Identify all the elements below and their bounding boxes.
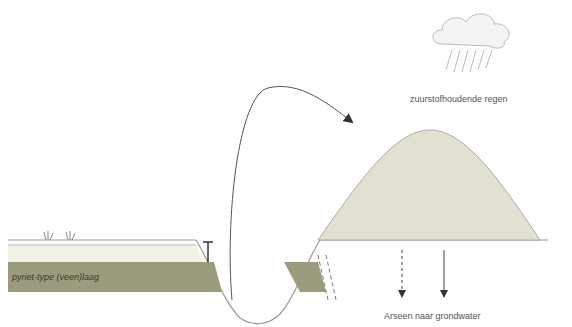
layer-label: pyriet-type (veen)laag (12, 272, 218, 282)
annotation-label: zuurstofhoudende regen (410, 94, 508, 104)
annotation-label: Arseen naar grondwater (384, 311, 481, 321)
soil-layer-band: pyriet-type (veen)laag (8, 262, 222, 292)
